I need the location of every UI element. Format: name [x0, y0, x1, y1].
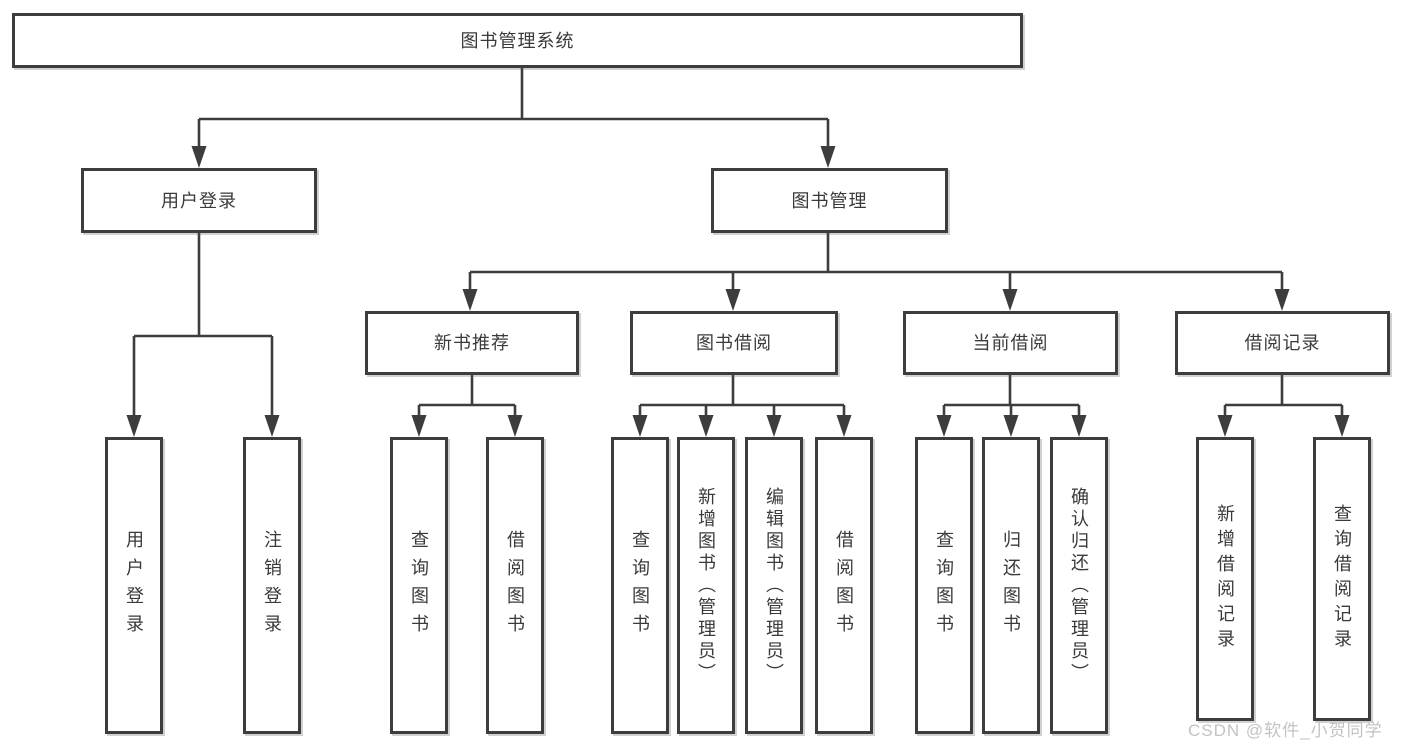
node-book-management: 图书管理 [711, 168, 948, 233]
arrowhead [411, 415, 427, 437]
node-current-borrowing: 当前借阅 [903, 311, 1118, 375]
leaf-query-books-borrow-label: 查询图书 [630, 529, 650, 642]
arrowhead [1071, 415, 1087, 437]
node-book-borrowing-label: 图书借阅 [696, 333, 772, 353]
leaf-borrow-books-recommend: 借阅图书 [486, 437, 544, 734]
node-book-management-label: 图书管理 [791, 190, 868, 211]
leaf-logout: 注销登录 [243, 437, 301, 734]
arrowhead [1334, 415, 1350, 437]
arrowhead [836, 415, 852, 437]
arrowhead [1003, 415, 1019, 437]
leaf-query-books-recommend-label: 查询图书 [409, 529, 429, 642]
connector-new-book-split [417, 375, 517, 419]
connector-root-split [197, 68, 830, 150]
leaf-query-borrow-record: 查询借阅记录 [1313, 437, 1371, 721]
arrowhead [462, 289, 478, 311]
arrowhead [820, 146, 836, 168]
node-user-login: 用户登录 [81, 168, 317, 233]
leaf-logout-label: 注销登录 [262, 529, 282, 642]
node-root-label: 图书管理系统 [460, 30, 575, 51]
leaf-borrow-books: 借阅图书 [815, 437, 873, 734]
connector-borrow-records-split [1223, 375, 1344, 419]
leaf-query-borrow-record-label: 查询借阅记录 [1332, 504, 1352, 654]
arrowhead [1217, 415, 1233, 437]
leaf-borrow-books-label: 借阅图书 [834, 529, 854, 642]
leaf-user-login-label: 用户登录 [124, 529, 144, 642]
arrowhead [725, 289, 741, 311]
arrowhead [1274, 289, 1290, 311]
connector-book-mgmt-split [468, 233, 1284, 293]
node-borrowing-records: 借阅记录 [1175, 311, 1390, 375]
leaf-borrow-books-recommend-label: 借阅图书 [505, 529, 525, 642]
arrowhead [126, 415, 142, 437]
leaf-query-books-borrow: 查询图书 [611, 437, 669, 734]
node-root: 图书管理系统 [12, 13, 1023, 68]
node-user-login-label: 用户登录 [161, 190, 237, 211]
node-current-borrowing-label: 当前借阅 [972, 333, 1049, 353]
leaf-user-login: 用户登录 [105, 437, 163, 734]
connector-current-borrow-split [942, 375, 1081, 419]
arrowhead [698, 415, 714, 437]
leaf-add-borrow-record-label: 新增借阅记录 [1215, 504, 1235, 654]
connector-book-borrow-split [638, 375, 846, 419]
leaf-confirm-return-admin: 确认归还（管理员） [1050, 437, 1108, 734]
leaf-query-books-current-label: 查询图书 [934, 529, 954, 642]
leaf-add-borrow-record: 新增借阅记录 [1196, 437, 1254, 721]
node-new-book-recommend-label: 新书推荐 [434, 333, 510, 353]
leaf-add-books-admin-label: 新增图书（管理员） [696, 486, 716, 685]
arrowhead [936, 415, 952, 437]
leaf-return-books: 归还图书 [982, 437, 1040, 734]
leaf-add-books-admin: 新增图书（管理员） [677, 437, 735, 734]
node-book-borrowing: 图书借阅 [630, 311, 838, 375]
arrowhead [1002, 289, 1018, 311]
arrowhead [766, 415, 782, 437]
node-new-book-recommend: 新书推荐 [365, 311, 579, 375]
leaf-return-books-label: 归还图书 [1001, 529, 1021, 642]
watermark: CSDN @软件_小贺同学 [1188, 721, 1383, 740]
leaf-query-books-recommend: 查询图书 [390, 437, 448, 734]
leaf-edit-books-admin: 编辑图书（管理员） [745, 437, 803, 734]
arrowhead [191, 146, 207, 168]
leaf-confirm-return-admin-label: 确认归还（管理员） [1069, 486, 1089, 685]
arrowhead [507, 415, 523, 437]
connector-user-login-split [132, 233, 274, 419]
leaf-edit-books-admin-label: 编辑图书（管理员） [764, 486, 784, 685]
leaf-query-books-current: 查询图书 [915, 437, 973, 734]
arrowhead [632, 415, 648, 437]
arrowhead [264, 415, 280, 437]
node-borrowing-records-label: 借阅记录 [1244, 333, 1321, 353]
